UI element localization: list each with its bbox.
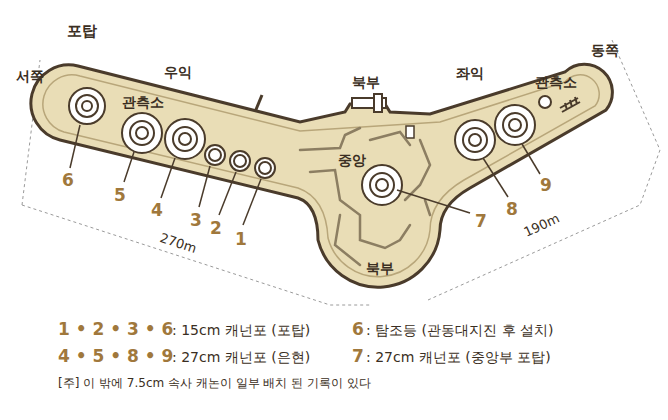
- callout-number: 7: [475, 212, 487, 232]
- legend-text: : 탐조등 (관동대지진 후 설치): [366, 322, 553, 338]
- cannons: [69, 88, 551, 205]
- observation-ladder: [560, 97, 580, 112]
- callout-number: 6: [62, 171, 74, 191]
- part-name: 중앙: [338, 152, 366, 168]
- callout-number: 5: [114, 186, 126, 206]
- site-boundary: [22, 40, 660, 305]
- part-name: 관측소: [535, 74, 577, 90]
- legend-numbers: 6: [352, 320, 364, 340]
- legend-text: : 27cm 캐넌포 (중앙부 포탑): [366, 349, 551, 365]
- direction: 서쪽: [16, 68, 44, 84]
- dimension: 190m: [522, 211, 562, 240]
- note: [주] 이 밖에 7.5cm 속사 캐논이 일부 배치 된 기록이 있다: [58, 377, 371, 391]
- callout-number: 2: [210, 219, 222, 239]
- part-name: 북부: [366, 260, 394, 276]
- part-name: 포탑: [67, 23, 97, 40]
- trenches: [300, 128, 430, 265]
- stair: [406, 126, 414, 138]
- callout-number: 8: [506, 200, 518, 220]
- legend-text: : 27cm 캐넌포 (은현): [172, 349, 310, 365]
- legend-numbers: 4 • 5 • 8 • 9: [58, 347, 173, 367]
- direction: 동쪽: [591, 42, 619, 58]
- inner-rampart: [43, 75, 599, 277]
- north-gate: [374, 94, 382, 112]
- legend-numbers: 1 • 2 • 3 • 6: [58, 320, 173, 340]
- legend-text: : 15cm 캐넌포 (포탑): [172, 322, 310, 338]
- callout-number: 4: [151, 201, 163, 221]
- legend-numbers: 7: [352, 347, 364, 367]
- part-name: 우익: [164, 64, 192, 80]
- part-name: 북부: [352, 74, 380, 90]
- part-name: 좌익: [456, 65, 484, 81]
- dimension: 270m: [158, 231, 198, 257]
- callout-number: 9: [540, 176, 552, 196]
- callout-number: 1: [235, 230, 247, 250]
- leader-lines: [70, 125, 540, 225]
- part-name: 관측소: [122, 94, 164, 110]
- callout-number: 3: [190, 211, 202, 231]
- fort-outline: [31, 64, 612, 287]
